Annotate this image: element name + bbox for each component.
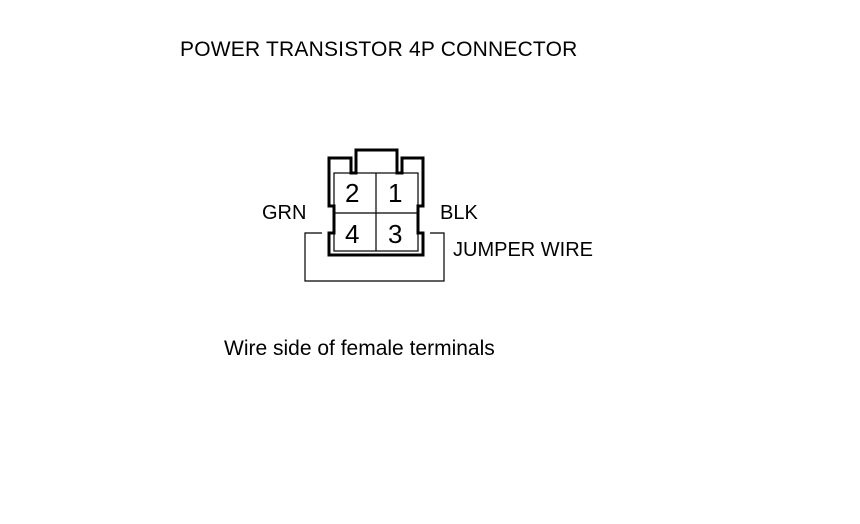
terminal-2: 2 [345, 178, 359, 208]
terminal-4: 4 [345, 219, 359, 249]
diagram-caption: Wire side of female terminals [224, 337, 495, 360]
wire-label-grn: GRN [262, 202, 307, 224]
terminal-3: 3 [388, 219, 402, 249]
jumper-wire [304, 232, 445, 282]
jumper-wire-label: JUMPER WIRE [453, 239, 593, 261]
wire-label-blk: BLK [440, 202, 478, 224]
terminal-1: 1 [388, 178, 402, 208]
connector-housing [327, 148, 425, 257]
diagram-title: POWER TRANSISTOR 4P CONNECTOR [180, 38, 578, 61]
